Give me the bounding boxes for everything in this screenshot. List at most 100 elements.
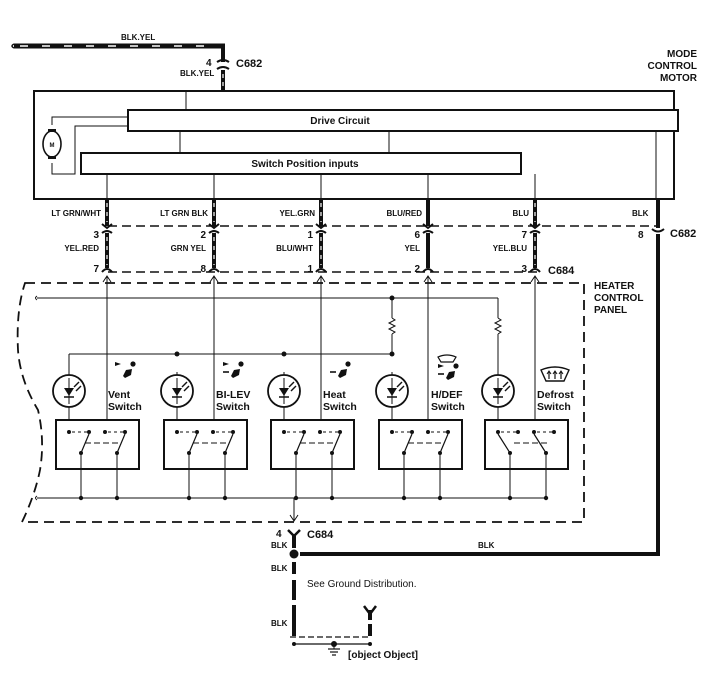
c682-pin: 2 xyxy=(200,230,206,241)
switch-position-inputs-box xyxy=(80,152,522,175)
switch-contact-box xyxy=(163,419,248,470)
upper-wire-label: LT GRN/WHT xyxy=(51,209,101,218)
mode-control-motor-label-2: CONTROL xyxy=(648,61,697,72)
c684-terminal-icon xyxy=(529,268,541,273)
drive-circuit-box xyxy=(127,109,679,132)
switch-contacts-icon xyxy=(175,430,235,501)
ground-connector-pin: 4 xyxy=(276,529,282,540)
ground-wire-label-3: BLK xyxy=(271,619,288,628)
c684-terminal-icon xyxy=(315,268,327,273)
top-feed-connector: C682 xyxy=(236,58,262,70)
top-feed-pin: 4 xyxy=(206,58,212,69)
c684-terminal-icon xyxy=(208,268,220,273)
switch-name: Heat xyxy=(323,389,346,401)
c682-pin: 7 xyxy=(521,230,527,241)
connector-c684-label: C684 xyxy=(548,265,575,277)
motor-label: M xyxy=(50,143,55,149)
ground-distribution-note: See Ground Distribution. xyxy=(307,579,417,590)
c684-pin: 8 xyxy=(200,264,206,275)
c682-pin: 3 xyxy=(93,230,99,241)
c682-pin: 6 xyxy=(414,230,420,241)
lower-wire-label: YEL.RED xyxy=(64,244,99,253)
switch-label: Switch xyxy=(216,401,250,413)
switch-contacts-icon xyxy=(390,430,450,501)
mode-control-motor-label-3: MOTOR xyxy=(660,73,698,84)
upper-wire-label: YEL.GRN xyxy=(279,209,315,218)
top-feed-wire-label-lower: BLK.YEL xyxy=(180,69,214,78)
top-feed-wire xyxy=(11,43,230,92)
switch-name: BI-LEV xyxy=(216,389,250,401)
c682-pin: 1 xyxy=(307,230,313,241)
switch-name: Vent xyxy=(108,389,131,401)
ground-symbol-icon xyxy=(328,641,340,656)
switch-label: Switch xyxy=(323,401,357,413)
c684-terminal-icon xyxy=(101,268,113,273)
ground-wire-label-1: BLK xyxy=(271,541,288,550)
black-wire-label: BLK xyxy=(632,209,649,218)
c684-terminal-icon xyxy=(422,268,434,273)
switch-label: Switch xyxy=(431,401,465,413)
indicator-led-icon xyxy=(481,372,515,420)
c682-terminal-icon xyxy=(101,223,113,230)
black-wire-connector: C682 xyxy=(670,228,696,240)
switch-name: Defrost xyxy=(537,389,574,401)
indicator-led-icon xyxy=(375,372,409,420)
ground-label: [object Object] xyxy=(348,650,418,661)
switch-contacts-icon xyxy=(282,430,342,501)
upper-wire-label: BLU xyxy=(513,209,530,218)
lower-wire-label: BLU/WHT xyxy=(276,244,313,253)
indicator-led-icon xyxy=(267,372,301,420)
indicator-led-icon xyxy=(52,372,86,420)
c684-pin: 1 xyxy=(307,264,313,275)
ground-wire-label-2: BLK xyxy=(271,564,288,573)
drive-circuit-label: Drive Circuit xyxy=(310,116,370,127)
switch-contacts-icon xyxy=(496,430,556,501)
defrost-mode-icon xyxy=(540,366,570,382)
switch-name: H/DEF xyxy=(431,389,463,401)
heater-control-panel-label-1: HEATER xyxy=(594,281,635,292)
c682-terminal-icon xyxy=(529,223,541,230)
upper-wire-label: BLU/RED xyxy=(386,209,422,218)
c682-terminal-icon xyxy=(422,223,434,230)
c684-pin: 7 xyxy=(93,264,99,275)
c682-terminal-icon xyxy=(208,223,220,230)
mode-control-motor-box xyxy=(33,90,675,200)
switch-group: VentSwitchBI-LEVSwitchHeatSwitchH/DEFSwi… xyxy=(52,354,574,501)
heat-defrost-mode-icon xyxy=(437,354,459,380)
switch-label: Switch xyxy=(108,401,142,413)
switch-contact-box xyxy=(378,419,463,470)
lower-wire-label: GRN YEL xyxy=(171,244,207,253)
indicator-led-icon xyxy=(160,372,194,420)
motor-icon xyxy=(42,116,128,175)
switch-contact-box xyxy=(270,419,355,470)
mode-control-motor-label-1: MODE xyxy=(667,49,697,60)
heater-control-panel-label-2: CONTROL xyxy=(594,293,643,304)
upper-wire-label: LT GRN BLK xyxy=(160,209,208,218)
black-ground-wire xyxy=(300,199,665,556)
c684-pin: 3 xyxy=(521,264,527,275)
vent-mode-icon xyxy=(115,361,136,378)
heater-control-panel-outline xyxy=(16,282,585,523)
heater-control-panel-label-3: PANEL xyxy=(594,305,627,316)
switch-position-inputs-label: Switch Position inputs xyxy=(251,159,359,170)
switch-label: Switch xyxy=(537,401,571,413)
ground-connector-label: C684 xyxy=(307,529,334,541)
black-wire-pin: 8 xyxy=(638,230,644,241)
switch-contact-box xyxy=(484,419,569,470)
switch-contact-box xyxy=(55,419,140,470)
c684-pin: 2 xyxy=(414,264,420,275)
lower-wire-label: YEL.BLU xyxy=(493,244,527,253)
ground-return-wire-label: BLK xyxy=(478,541,495,550)
bilevel-mode-icon xyxy=(223,361,244,378)
